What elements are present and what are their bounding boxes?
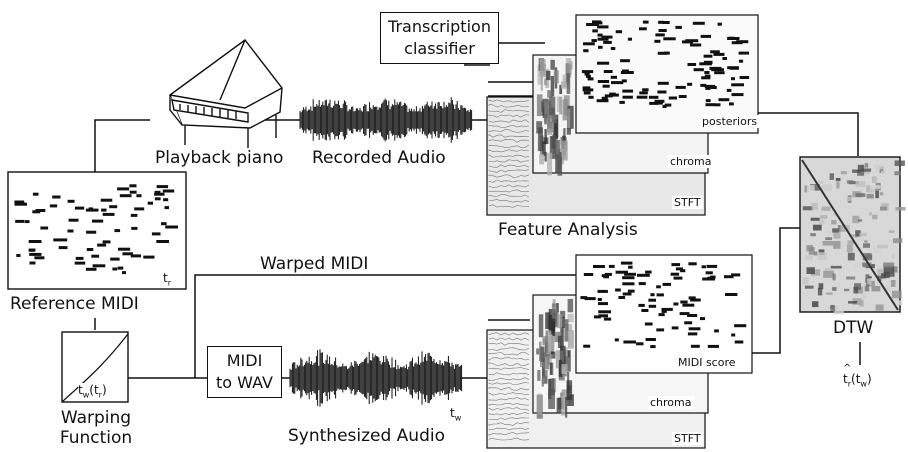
stft-top-label: STFT [672,196,703,209]
warping-curve [61,333,129,403]
warping-function-label: Warping Function [40,408,152,448]
stft-bottom-label: STFT [672,432,703,445]
midi-score-label: MIDI score [676,356,738,369]
ref-to-piano-line [94,119,150,172]
recorded-audio-label: Recorded Audio [312,148,446,168]
piano-icon [169,39,283,148]
posteriors-texture [581,20,750,108]
synthesized-audio-waveform [289,349,463,407]
warping-curve-label: tw(tr) [78,383,107,400]
dtw-texture [802,160,906,315]
synthesized-audio-label: Synthesized Audio [288,426,446,446]
transcription-classifier-box: Transcription classifier [380,12,499,64]
warping-line2: Function [59,428,133,448]
midi-to-wav-box: MIDI to WAV [207,346,282,398]
dtw-output-label: ^tr(tw) [843,363,872,389]
feature-analysis-label: Feature Analysis [498,220,638,240]
t-w-label: tw [450,406,462,423]
features-to-dtw-lower-line [752,227,800,354]
reference-midi-label: Reference MIDI [10,294,139,314]
reference-midi-panel [7,171,187,290]
top-feature-stack [486,14,759,216]
midi-to-wav-line1: MIDI [226,351,263,370]
transcription-line1: Transcription [388,17,491,36]
transcription-line2: classifier [404,39,475,58]
chroma-bottom-label: chroma [648,396,694,409]
t-r-label: tr [163,271,172,288]
midi-to-wav-line2: to WAV [216,373,273,392]
dtw-label: DTW [833,318,874,338]
chroma-top-label: chroma [668,155,714,168]
warping-line1: Warping [60,408,132,428]
warped-midi-label: Warped MIDI [260,254,369,274]
posteriors-panel [575,14,759,134]
stft-bottom-texture [488,332,530,441]
stack-top-ticks [488,81,540,97]
bottom-feature-stack [486,254,753,449]
recorded-audio-waveform [299,97,473,143]
midi-score-texture [580,261,747,349]
chroma-top-texture [536,58,574,176]
chroma-bottom-texture [536,298,574,419]
playback-piano-label: Playback piano [155,148,284,168]
features-to-dtw-line [758,112,859,156]
warped-midi-line [194,274,578,378]
connector-lines [94,42,861,379]
posteriors-label: posteriors [700,115,760,128]
dtw-path [801,159,899,311]
reference-midi-notes [14,184,178,275]
stft-top-texture [488,99,530,208]
